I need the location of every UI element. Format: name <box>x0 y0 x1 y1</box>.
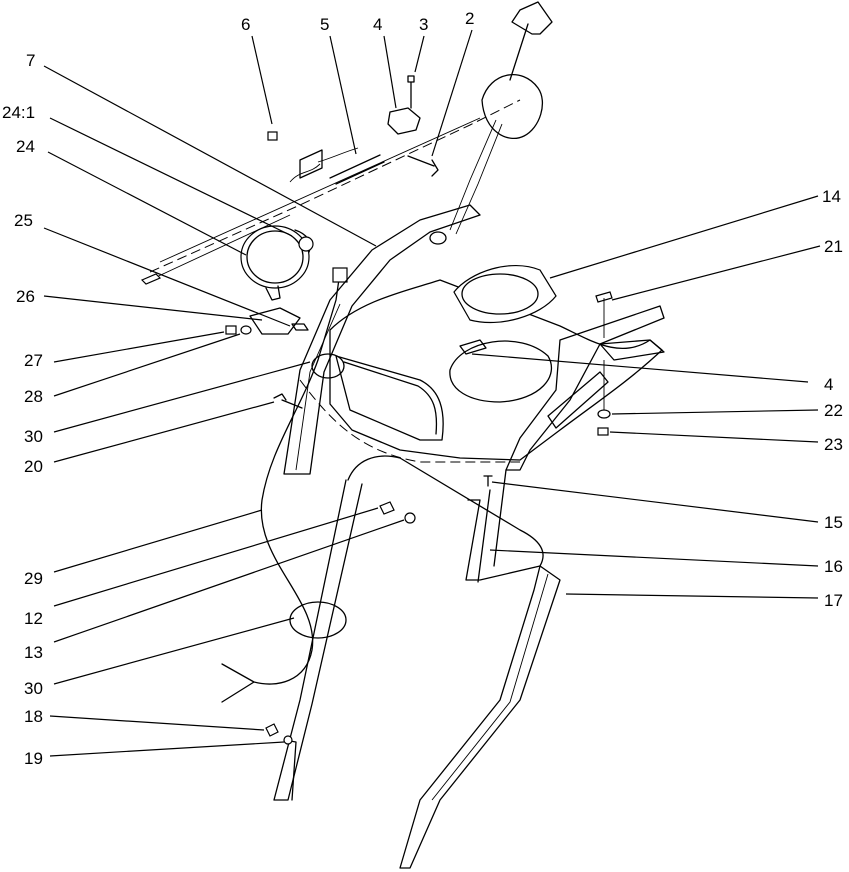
upper-handle-inner <box>295 303 341 471</box>
upper-handle-7 <box>283 204 481 475</box>
connector-25 <box>291 323 309 331</box>
callout-30-upper: 30 <box>24 427 43 446</box>
callout-25: 25 <box>14 211 33 230</box>
nut-23 <box>597 427 609 436</box>
bolt-2 <box>407 155 439 177</box>
plug-connector <box>332 267 348 283</box>
callout-labels: 6 5 4 3 2 7 24:1 24 25 26 27 28 30 20 29… <box>2 9 843 768</box>
callout-29: 29 <box>24 569 43 588</box>
console-bowl <box>449 340 553 403</box>
callout-20: 20 <box>24 457 43 476</box>
cover-opening <box>461 273 539 315</box>
cable-eye <box>429 231 447 245</box>
callout-18: 18 <box>24 707 43 726</box>
right-handle-grip <box>599 339 665 361</box>
wire-tie-30-upper <box>311 353 345 379</box>
nut-13 <box>404 512 416 524</box>
callout-24: 24 <box>16 137 35 156</box>
lower-handle-17 <box>399 565 561 869</box>
lower-handle-16 <box>347 455 544 581</box>
panel-window <box>335 355 444 441</box>
right-handle-side <box>505 305 665 471</box>
callout-5: 5 <box>320 15 329 34</box>
callout-4-top: 4 <box>373 15 382 34</box>
chute-control-dome <box>481 74 543 140</box>
wire-tie-30-lower <box>289 601 347 639</box>
bolt-20 <box>273 393 303 409</box>
switch-bracket-26 <box>249 307 301 335</box>
chute-control-cable <box>449 119 503 235</box>
rod-end-clip <box>140 273 162 285</box>
callout-12: 12 <box>24 609 43 628</box>
washer-19 <box>283 735 293 745</box>
callout-17: 17 <box>824 591 843 610</box>
callout-21: 21 <box>824 237 843 256</box>
callout-24-1: 24:1 <box>2 103 35 122</box>
support-rod-upper-edge <box>159 117 481 263</box>
lower-left-tube <box>273 479 363 801</box>
support-rod-lower-edge <box>149 214 291 281</box>
callout-27: 27 <box>24 351 43 370</box>
callout-2: 2 <box>465 9 474 28</box>
lower-handle-16-tube <box>477 469 507 583</box>
bolt-12 <box>379 501 395 515</box>
callout-26: 26 <box>16 287 35 306</box>
callout-3: 3 <box>419 15 428 34</box>
lower-handle-17-edge <box>431 573 549 801</box>
nut-6 <box>267 131 278 141</box>
washer-28 <box>240 325 252 335</box>
callout-6: 6 <box>241 15 250 34</box>
cover-plate-14 <box>453 264 557 324</box>
callout-22: 22 <box>824 401 843 420</box>
chute-control-handle <box>509 1 553 81</box>
support-rod-dashed <box>149 99 521 273</box>
callout-14: 14 <box>822 187 841 206</box>
bolt-3 <box>407 75 415 109</box>
callout-23: 23 <box>824 435 843 454</box>
right-switch-block <box>547 371 609 429</box>
callout-19: 19 <box>24 749 43 768</box>
screw-15 <box>483 475 493 487</box>
panel-window-inner <box>343 361 438 435</box>
assembly-drawing <box>140 1 665 869</box>
callout-15: 15 <box>824 513 843 532</box>
washer-22 <box>597 409 611 419</box>
callout-16: 16 <box>824 557 843 576</box>
nut-27 <box>225 325 237 335</box>
callout-28: 28 <box>24 387 43 406</box>
link-rod <box>329 154 385 185</box>
callout-7: 7 <box>26 51 35 70</box>
callout-13: 13 <box>24 643 43 662</box>
callout-30-lower: 30 <box>24 679 43 698</box>
bracket-plate <box>299 149 323 179</box>
control-panel-housing <box>329 279 663 461</box>
callout-4-right: 4 <box>824 375 833 394</box>
leader-lines <box>43 29 821 757</box>
pin-21 <box>595 291 613 303</box>
housing-hidden-edge <box>299 379 520 463</box>
wire-harness-29 <box>221 271 341 703</box>
latch-4 <box>459 339 487 355</box>
bolt-18 <box>265 723 279 737</box>
clip-4 <box>387 107 421 135</box>
headlight <box>240 225 314 301</box>
